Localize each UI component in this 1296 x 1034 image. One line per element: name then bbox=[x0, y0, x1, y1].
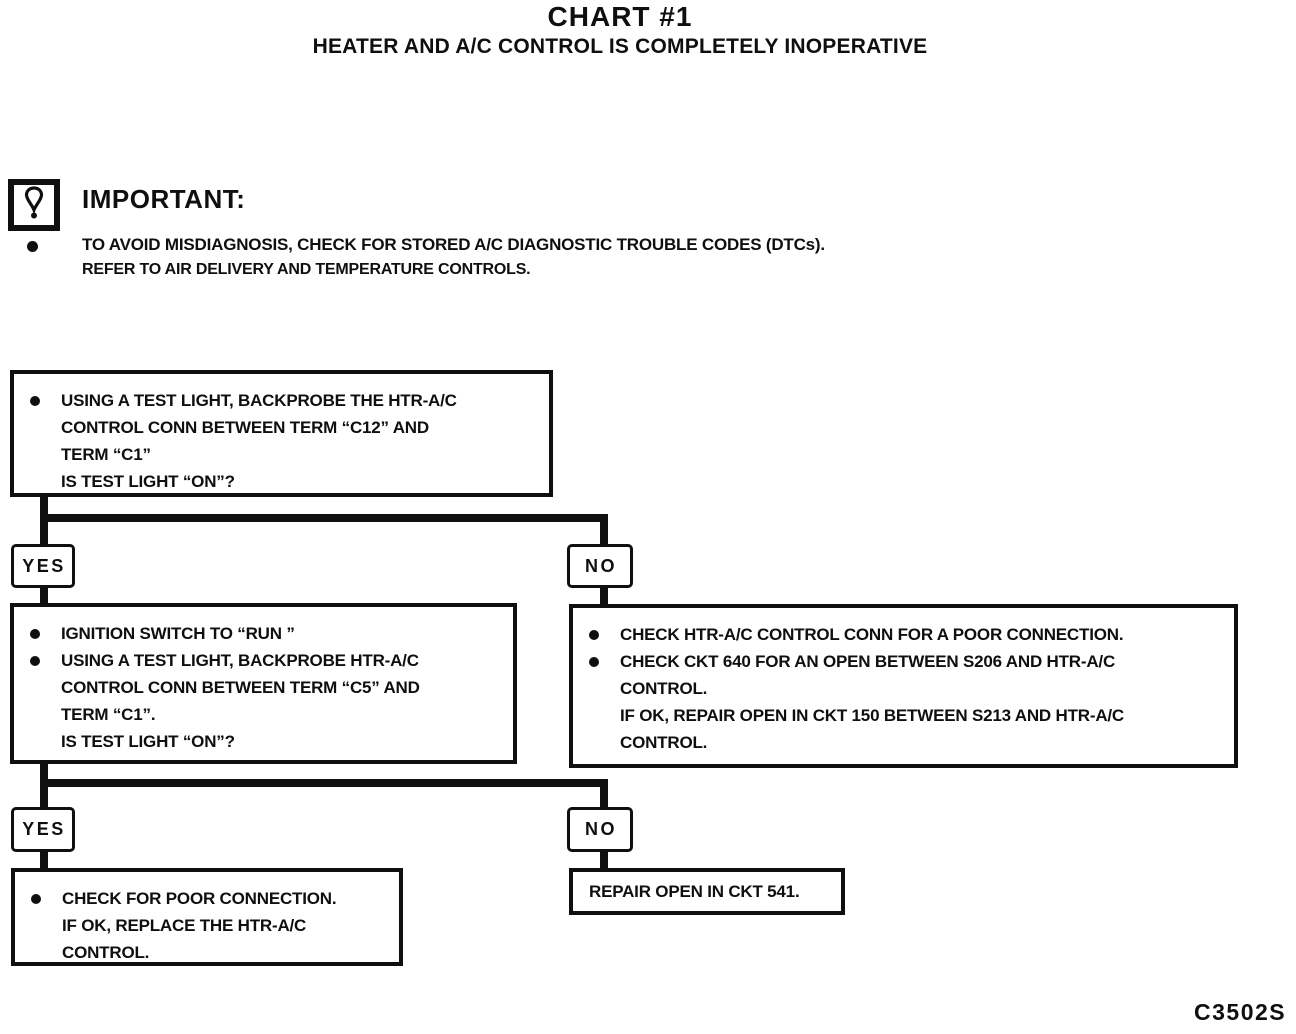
bullet-cell bbox=[31, 912, 62, 939]
step-text: TERM “C1” bbox=[61, 445, 151, 464]
flowchart-step3-yes-box: CHECK FOR POOR CONNECTION. IF OK, REPLAC… bbox=[11, 868, 403, 966]
connector-line bbox=[600, 588, 608, 605]
flowchart-step2-yes-box: IGNITION SWITCH TO “RUN ” USING A TEST L… bbox=[10, 603, 517, 764]
bullet-cell bbox=[31, 885, 62, 912]
flowchart-step1-box: USING A TEST LIGHT, BACKPROBE THE HTR-A/… bbox=[10, 370, 553, 497]
connector-line bbox=[600, 852, 608, 869]
step-text: TERM “C1”. bbox=[61, 705, 156, 724]
flowchart-line: CHECK FOR POOR CONNECTION. bbox=[31, 885, 393, 912]
bullet-icon bbox=[27, 241, 38, 252]
connector-line bbox=[40, 779, 608, 787]
flowchart-line: CHECK HTR-A/C CONTROL CONN FOR A POOR CO… bbox=[589, 621, 1228, 648]
step-text: USING A TEST LIGHT, BACKPROBE THE HTR-A/… bbox=[61, 391, 457, 410]
flowchart-line: CONTROL CONN BETWEEN TERM “C12” AND bbox=[30, 414, 543, 441]
connector-line bbox=[40, 852, 48, 869]
step-text: CONTROL. bbox=[620, 679, 708, 698]
important-note-primary: TO AVOID MISDIAGNOSIS, CHECK FOR STORED … bbox=[82, 235, 825, 254]
bullet-cell bbox=[30, 674, 61, 701]
page-header: CHART #1 HEATER AND A/C CONTROL IS COMPL… bbox=[0, 0, 1240, 60]
figure-code: C3502S bbox=[1194, 999, 1287, 1025]
flowchart-step3-no-box: REPAIR OPEN IN CKT 541. bbox=[569, 868, 845, 915]
flowchart-line: CHECK CKT 640 FOR AN OPEN BETWEEN S206 A… bbox=[589, 648, 1228, 675]
connector-line bbox=[40, 514, 608, 522]
branch2-yes-label: YES bbox=[11, 807, 75, 852]
flowchart-line: USING A TEST LIGHT, BACKPROBE HTR-A/C bbox=[30, 647, 507, 674]
flowchart-step2-no-box: CHECK HTR-A/C CONTROL CONN FOR A POOR CO… bbox=[569, 604, 1238, 768]
page-title: CHART #1 bbox=[547, 1, 693, 32]
step-text: CONTROL. bbox=[620, 733, 708, 752]
flowchart-line: CONTROL. bbox=[589, 675, 1228, 702]
bullet-cell bbox=[30, 468, 61, 495]
bullet-cell bbox=[31, 939, 62, 966]
bullet-cell bbox=[589, 729, 620, 756]
bullet-cell bbox=[589, 675, 620, 702]
bullet-icon bbox=[30, 655, 40, 666]
important-note-secondary: REFER TO AIR DELIVERY AND TEMPERATURE CO… bbox=[82, 261, 531, 278]
step-text: IF OK, REPAIR OPEN IN CKT 150 BETWEEN S2… bbox=[620, 706, 1124, 725]
bullet-cell bbox=[589, 648, 620, 675]
bullet-cell bbox=[30, 647, 61, 674]
branch2-no-label: NO bbox=[567, 807, 633, 852]
bullet-cell bbox=[30, 387, 61, 414]
bullet-icon bbox=[31, 893, 41, 904]
step-text: IS TEST LIGHT “ON”? bbox=[61, 472, 235, 491]
bullet-icon bbox=[589, 629, 599, 640]
bullet-cell bbox=[30, 414, 61, 441]
flowchart-line: CONTROL CONN BETWEEN TERM “C5” AND bbox=[30, 674, 507, 701]
bullet-icon bbox=[30, 395, 40, 406]
step-text: IGNITION SWITCH TO “RUN ” bbox=[61, 624, 295, 643]
flowchart-line: TERM “C1”. bbox=[30, 701, 507, 728]
step-text: CHECK HTR-A/C CONTROL CONN FOR A POOR CO… bbox=[620, 625, 1124, 644]
exclamation-icon bbox=[21, 185, 47, 225]
bullet-icon bbox=[30, 628, 40, 639]
step-text: CONTROL. bbox=[62, 943, 150, 962]
bullet-cell bbox=[30, 701, 61, 728]
connector-line bbox=[600, 514, 608, 545]
connector-line bbox=[40, 588, 48, 604]
step-text: IF OK, REPLACE THE HTR-A/C bbox=[62, 916, 307, 935]
step-text: CONTROL CONN BETWEEN TERM “C5” AND bbox=[61, 678, 420, 697]
flowchart-line: IF OK, REPLACE THE HTR-A/C bbox=[31, 912, 393, 939]
flowchart-line: USING A TEST LIGHT, BACKPROBE THE HTR-A/… bbox=[30, 387, 543, 414]
flowchart-line: TERM “C1” bbox=[30, 441, 543, 468]
flowchart-line: IS TEST LIGHT “ON”? bbox=[30, 728, 507, 755]
bullet-cell bbox=[30, 728, 61, 755]
branch1-no-label: NO bbox=[567, 544, 633, 588]
bullet-cell bbox=[589, 702, 620, 729]
flowchart-line: CONTROL. bbox=[589, 729, 1228, 756]
important-caution-box bbox=[8, 179, 60, 231]
bullet-cell bbox=[30, 620, 61, 647]
flowchart-line: IS TEST LIGHT “ON”? bbox=[30, 468, 543, 495]
page-subtitle: HEATER AND A/C CONTROL IS COMPLETELY INO… bbox=[312, 35, 928, 58]
step-text: USING A TEST LIGHT, BACKPROBE HTR-A/C bbox=[61, 651, 419, 670]
bullet-cell bbox=[30, 441, 61, 468]
step-text: CHECK CKT 640 FOR AN OPEN BETWEEN S206 A… bbox=[620, 652, 1116, 671]
bullet-icon bbox=[589, 656, 599, 667]
flowchart-line: IF OK, REPAIR OPEN IN CKT 150 BETWEEN S2… bbox=[589, 702, 1228, 729]
flowchart-line: IGNITION SWITCH TO “RUN ” bbox=[30, 620, 507, 647]
branch1-yes-label: YES bbox=[11, 544, 75, 588]
bullet-cell bbox=[589, 621, 620, 648]
step-text: CHECK FOR POOR CONNECTION. bbox=[62, 889, 337, 908]
step-text: IS TEST LIGHT “ON”? bbox=[61, 732, 235, 751]
important-label: IMPORTANT: bbox=[82, 184, 246, 214]
connector-line bbox=[600, 779, 608, 808]
step-text: CONTROL CONN BETWEEN TERM “C12” AND bbox=[61, 418, 429, 437]
flowchart-line: CONTROL. bbox=[31, 939, 393, 966]
step-text: REPAIR OPEN IN CKT 541. bbox=[589, 881, 800, 901]
